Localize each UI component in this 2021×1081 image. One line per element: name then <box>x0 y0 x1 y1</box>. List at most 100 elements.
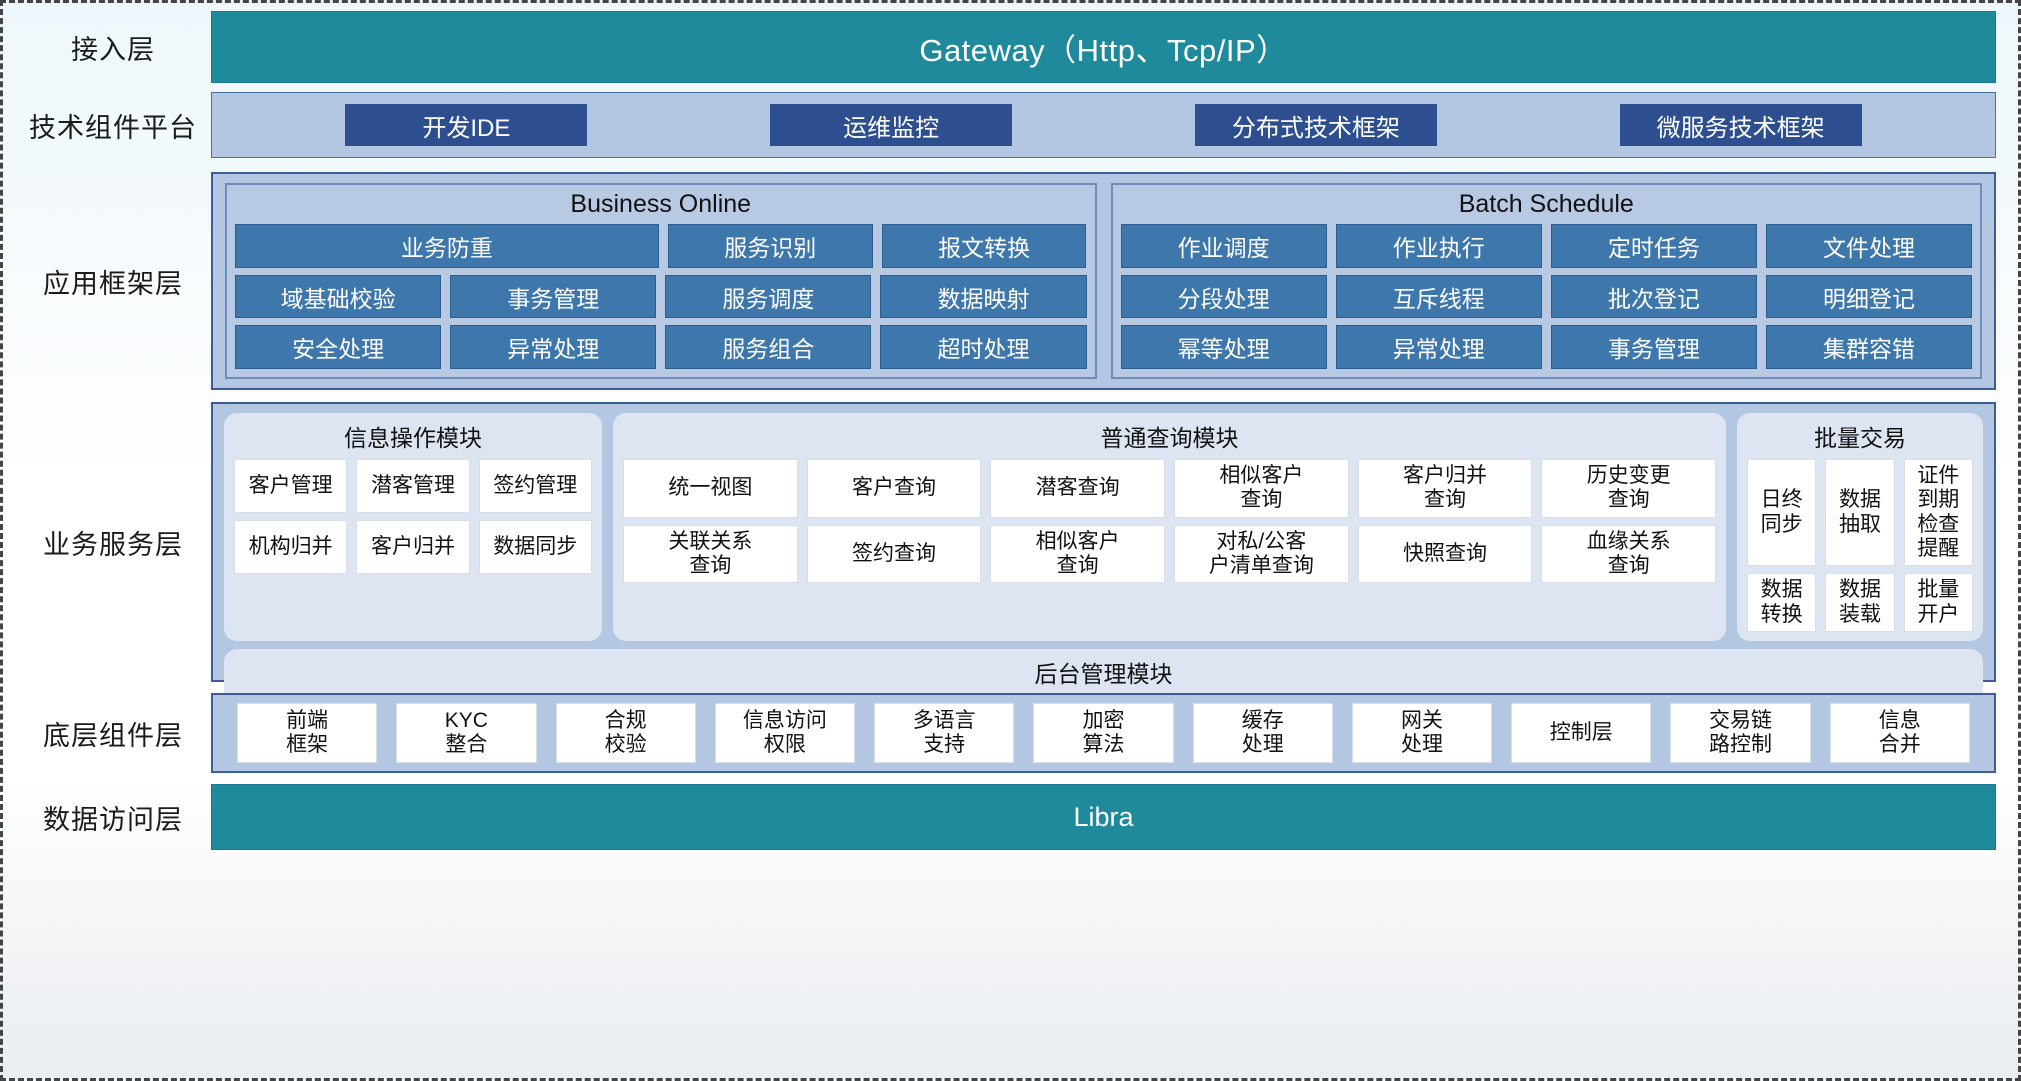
service-box[interactable]: 数据 抽取 <box>1825 459 1895 567</box>
layer-business-service: 业务服务层 信息操作模块 客户管理 潜客管理 签约管理 机构归并 <box>15 402 1996 763</box>
service-box[interactable]: 签约查询 <box>806 524 982 584</box>
tech-item-ide[interactable]: 开发IDE <box>345 104 588 146</box>
service-box[interactable]: 客户查询 <box>806 459 982 518</box>
app-cell[interactable]: 异常处理 <box>450 325 657 370</box>
module-title: 普通查询模块 <box>1100 425 1239 451</box>
app-cell[interactable]: 业务防重 <box>235 224 659 268</box>
layer-data-access: 数据访问层 Libra <box>15 784 1996 850</box>
service-box[interactable]: 签约管理 <box>478 459 592 513</box>
component-box[interactable]: 多语言 支持 <box>874 703 1015 763</box>
service-box[interactable]: 关联关系 查询 <box>623 524 798 584</box>
panel-title-business-online: Business Online <box>570 190 752 218</box>
service-box[interactable]: 相似客户 查询 <box>1174 459 1349 518</box>
app-cell[interactable]: 服务调度 <box>665 274 872 319</box>
layer-app-framework: 应用框架层 Business Online 业务防重 服务识别 报文转换 域基础… <box>15 172 1996 390</box>
app-cell[interactable]: 作业执行 <box>1335 224 1542 268</box>
module-row: 机构归并 客户归并 数据同步 <box>234 520 592 574</box>
component-box[interactable]: 加密 算法 <box>1033 703 1174 763</box>
app-cell[interactable]: 服务识别 <box>667 224 873 268</box>
business-service-band: 信息操作模块 客户管理 潜客管理 签约管理 机构归并 客户归并 数据同步 <box>211 402 1996 763</box>
tech-item-distributed-framework[interactable]: 分布式技术框架 <box>1194 104 1437 146</box>
layer-label-data-access: 数据访问层 <box>43 804 183 835</box>
component-box[interactable]: KYC 整合 <box>396 703 537 763</box>
app-cell[interactable]: 定时任务 <box>1550 224 1757 268</box>
app-framework-band: Business Online 业务防重 服务识别 报文转换 域基础校验 事务管… <box>211 172 1996 390</box>
service-box[interactable]: 客户归并 <box>356 520 470 574</box>
cell-row: 分段处理 互斥线程 批次登记 明细登记 <box>1120 274 1972 319</box>
module-row: 关联关系 查询 签约查询 相似客户 查询 对私/公客 户清单查询 快照查询 血缘… <box>623 524 1717 584</box>
app-cell[interactable]: 明细登记 <box>1765 274 1972 319</box>
data-access-bar: Libra <box>211 784 1996 850</box>
layer-tech-platform: 技术组件平台 开发IDE 运维监控 分布式技术框架 微服务技术框架 <box>15 92 1996 158</box>
app-cell[interactable]: 超时处理 <box>880 325 1087 370</box>
tech-item-ops-monitor[interactable]: 运维监控 <box>770 104 1013 146</box>
panel-business-online: Business Online 业务防重 服务识别 报文转换 域基础校验 事务管… <box>225 183 1097 379</box>
cell-row: 幂等处理 异常处理 事务管理 集群容错 <box>1120 325 1972 370</box>
component-box[interactable]: 信息访问 权限 <box>714 703 856 763</box>
app-cell[interactable]: 报文转换 <box>881 224 1087 268</box>
module-common-query: 普通查询模块 统一视图 客户查询 潜客查询 相似客户 查询 客户归并 查询 历史… <box>613 413 1726 642</box>
module-title: 后台管理模块 <box>1034 661 1173 688</box>
app-cell[interactable]: 批次登记 <box>1550 274 1757 319</box>
service-box[interactable]: 客户归并 查询 <box>1357 459 1533 518</box>
cell-row: 安全处理 异常处理 服务组合 超时处理 <box>235 325 1087 370</box>
app-cell[interactable]: 分段处理 <box>1120 274 1327 319</box>
app-cell[interactable]: 服务组合 <box>665 325 872 370</box>
service-box[interactable]: 统一视图 <box>623 459 798 518</box>
app-cell[interactable]: 互斥线程 <box>1335 274 1542 319</box>
service-box[interactable]: 客户管理 <box>234 459 348 513</box>
app-cell[interactable]: 幂等处理 <box>1120 325 1327 370</box>
service-box[interactable]: 数据同步 <box>478 520 592 574</box>
layer-access: 接入层 Gateway（Http、Tcp/IP） <box>15 11 1996 83</box>
component-box[interactable]: 交易链 路控制 <box>1670 703 1811 763</box>
module-info-operation: 信息操作模块 客户管理 潜客管理 签约管理 机构归并 客户归并 数据同步 <box>224 413 602 642</box>
module-row: 客户管理 潜客管理 签约管理 <box>234 459 592 513</box>
app-cell[interactable]: 集群容错 <box>1765 325 1972 370</box>
component-box[interactable]: 控制层 <box>1511 703 1652 763</box>
module-row: 数据 转换 数据 装载 批量 开户 <box>1747 573 1973 633</box>
component-box[interactable]: 信息 合并 <box>1829 703 1970 763</box>
service-box[interactable]: 证件到期 检查提醒 <box>1903 459 1973 567</box>
service-box[interactable]: 快照查询 <box>1357 524 1533 584</box>
app-cell[interactable]: 事务管理 <box>450 274 657 319</box>
layer-label-business-service: 业务服务层 <box>43 529 183 560</box>
service-box[interactable]: 潜客查询 <box>990 459 1166 518</box>
app-cell[interactable]: 异常处理 <box>1335 325 1542 370</box>
component-box[interactable]: 网关 处理 <box>1351 703 1493 763</box>
layer-label-access: 接入层 <box>71 34 155 65</box>
cell-row: 作业调度 作业执行 定时任务 文件处理 <box>1120 224 1972 268</box>
service-box[interactable]: 对私/公客 户清单查询 <box>1174 524 1349 584</box>
service-box[interactable]: 数据 转换 <box>1747 573 1817 633</box>
service-box[interactable]: 历史变更 查询 <box>1541 459 1717 518</box>
app-cell[interactable]: 事务管理 <box>1550 325 1757 370</box>
gateway-bar: Gateway（Http、Tcp/IP） <box>211 11 1996 83</box>
service-box[interactable]: 日终 同步 <box>1747 459 1817 567</box>
layer-label-base-components: 底层组件层 <box>43 720 183 751</box>
service-box[interactable]: 相似客户 查询 <box>990 524 1166 584</box>
app-cell[interactable]: 安全处理 <box>235 325 442 370</box>
service-box[interactable]: 批量 开户 <box>1903 573 1973 633</box>
component-box[interactable]: 合规 校验 <box>555 703 696 763</box>
service-box[interactable]: 机构归并 <box>234 520 348 574</box>
service-box[interactable]: 数据 装载 <box>1825 573 1895 633</box>
cell-row: 业务防重 服务识别 报文转换 <box>235 224 1087 268</box>
tech-item-microservice-framework[interactable]: 微服务技术框架 <box>1619 104 1862 146</box>
module-batch-transaction: 批量交易 日终 同步 数据 抽取 证件到期 检查提醒 数据 转换 数据 装载 批… <box>1737 413 1983 642</box>
layer-base-components: 底层组件层 前端 框架 KYC 整合 合规 校验 信息访问 权限 多语言 支持 … <box>15 693 1996 773</box>
base-components-band: 前端 框架 KYC 整合 合规 校验 信息访问 权限 多语言 支持 加密 算法 … <box>211 693 1996 773</box>
component-box[interactable]: 缓存 处理 <box>1192 703 1333 763</box>
service-box[interactable]: 潜客管理 <box>356 459 470 513</box>
panel-title-batch-schedule: Batch Schedule <box>1458 190 1634 218</box>
app-cell[interactable]: 域基础校验 <box>235 274 442 319</box>
module-title: 批量交易 <box>1814 425 1906 451</box>
service-box[interactable]: 血缘关系 查询 <box>1541 524 1717 584</box>
module-title: 信息操作模块 <box>344 425 482 451</box>
app-cell[interactable]: 文件处理 <box>1765 224 1972 268</box>
panel-batch-schedule: Batch Schedule 作业调度 作业执行 定时任务 文件处理 分段处理 … <box>1110 183 1982 379</box>
app-cell[interactable]: 作业调度 <box>1120 224 1327 268</box>
tech-platform-band: 开发IDE 运维监控 分布式技术框架 微服务技术框架 <box>211 92 1996 158</box>
component-box[interactable]: 前端 框架 <box>237 703 378 763</box>
app-cell[interactable]: 数据映射 <box>880 274 1087 319</box>
module-row: 日终 同步 数据 抽取 证件到期 检查提醒 <box>1747 459 1973 567</box>
cell-row: 域基础校验 事务管理 服务调度 数据映射 <box>235 274 1087 319</box>
